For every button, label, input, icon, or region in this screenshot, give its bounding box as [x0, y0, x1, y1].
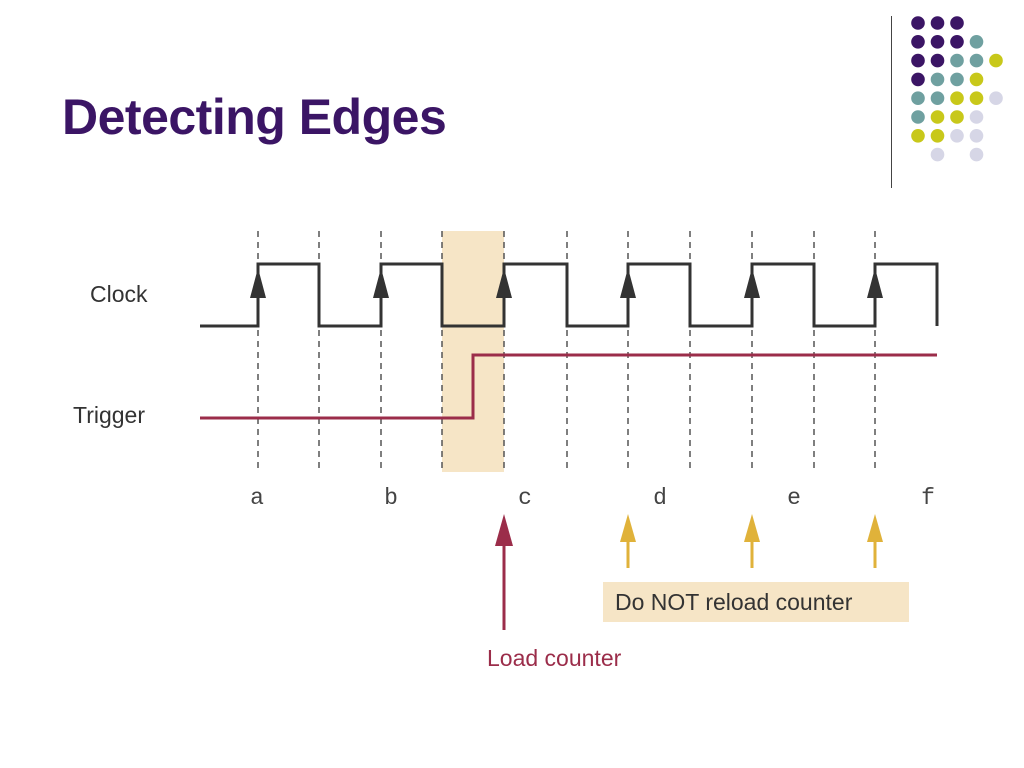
decorative-dot: [911, 35, 925, 49]
load-counter-label: Load counter: [487, 645, 622, 671]
decorative-dot: [930, 72, 945, 87]
rising-edge-arrow: [496, 268, 512, 298]
decorative-dot: [950, 129, 964, 143]
decorative-dot: [930, 129, 945, 143]
page-title: Detecting Edges: [62, 89, 447, 145]
no-reload-arrow-f: [867, 514, 883, 568]
no-reload-arrow-d: [620, 514, 636, 568]
no-reload-note: Do NOT reload counter: [603, 582, 909, 622]
decorative-dot: [930, 35, 945, 49]
clock-label: Clock: [90, 281, 148, 307]
decorative-dot-grid: [911, 16, 1003, 162]
decorative-dot: [911, 91, 925, 105]
decorative-dot: [950, 110, 964, 124]
decorative-dot: [969, 72, 984, 87]
decorative-dot: [969, 129, 984, 143]
no-reload-arrow-e: [744, 514, 760, 568]
decorative-dot: [911, 16, 925, 30]
decorative-dot: [989, 91, 1003, 105]
decorative-dot: [911, 53, 925, 68]
load-counter-arrow: [495, 514, 513, 630]
decorative-dot: [950, 53, 964, 68]
decorative-dot: [989, 53, 1003, 68]
decorative-dot: [969, 35, 984, 49]
decorative-dot: [950, 72, 964, 87]
decorative-dot: [930, 16, 945, 30]
decorative-dot: [930, 110, 945, 124]
trigger-label: Trigger: [73, 402, 145, 428]
rising-edge-arrow: [373, 268, 389, 298]
edge-guide-lines: [257, 231, 876, 472]
decorative-dot: [930, 53, 945, 68]
decorative-dot: [969, 91, 984, 105]
decorative-dot: [950, 91, 964, 105]
decorative-dot: [911, 110, 925, 124]
decorative-dot: [969, 110, 984, 124]
decorative-dot: [969, 147, 984, 162]
clock-rising-edge-arrows: [250, 268, 883, 298]
clock-waveform: [200, 262, 939, 328]
title-divider: [891, 16, 892, 188]
edge-label-d: d: [653, 485, 667, 511]
no-reload-arrows: [620, 514, 883, 568]
edge-label-f: f: [921, 485, 935, 511]
rising-edge-arrow: [250, 268, 266, 298]
rising-edge-arrow: [744, 268, 760, 298]
decorative-dot: [911, 129, 925, 143]
edge-label-c: c: [518, 485, 532, 511]
trigger-waveform: [200, 353, 937, 420]
rising-edge-arrow: [867, 268, 883, 298]
rising-edge-arrow: [620, 268, 636, 298]
decorative-dot: [950, 35, 964, 49]
edge-label-b: b: [384, 485, 398, 511]
decorative-dot: [969, 53, 984, 68]
edge-label-a: a: [250, 485, 264, 511]
trigger-change-highlight: [442, 231, 504, 472]
decorative-dot: [911, 72, 925, 87]
edge-label-e: e: [787, 485, 801, 511]
decorative-dot: [930, 91, 945, 105]
decorative-dot: [930, 147, 945, 162]
decorative-dot: [950, 16, 964, 30]
